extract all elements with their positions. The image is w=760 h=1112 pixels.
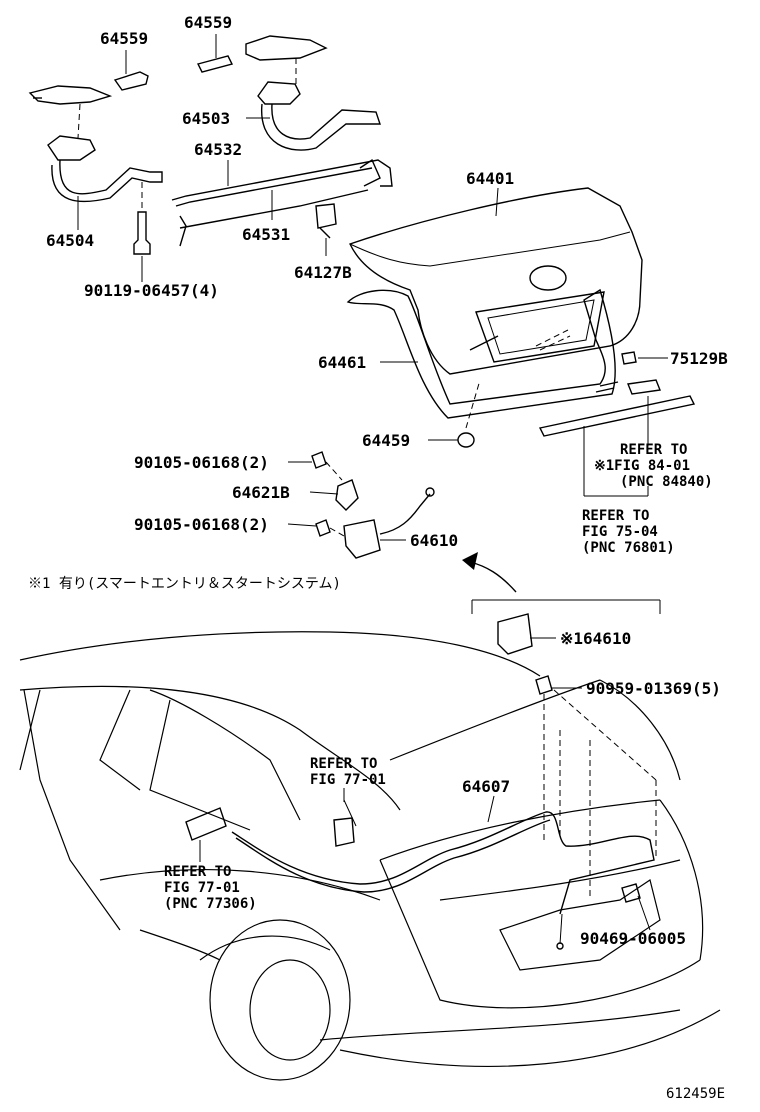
part-label-64401: 64401 [466,169,514,188]
ref-7504-line3: (PNC 76801) [582,540,675,556]
image-code: 612459E [666,1086,725,1102]
hinge-left-drawing [28,71,163,255]
clamp-leader-lines [535,675,657,900]
release-cable-drawing [185,799,655,950]
part-label-64559-left: 64559 [100,29,148,48]
lock-assembly-drawing [311,451,435,559]
ref-7701b-line2: FIG 77-01 [164,880,240,896]
part-label-64610: 64610 [410,531,458,550]
part-label-64503: 64503 [182,109,230,128]
ref-8401-line3: (PNC 84840) [620,474,713,490]
leader-lines [77,34,668,931]
ref-7701b-line3: (PNC 77306) [164,896,257,912]
ref-8401-line1: REFER TO [620,442,687,458]
smart-entry-legend-note: ※1 有り(スマートエントリ＆スタートシステム) [28,576,341,592]
part-label-64459: 64459 [362,431,410,450]
part-label-64607: 64607 [462,777,510,796]
ref-7701a-line2: FIG 77-01 [310,772,386,788]
part-label-64610-alt: ※164610 [560,629,631,648]
torsion-bar-drawing [171,158,393,247]
alternate-lock-bracket [471,599,661,655]
part-label-64461: 64461 [318,353,366,372]
stopper-drawing [315,203,337,239]
part-label-90469: 90469-06005 [580,929,686,948]
weatherstrip-drawing [346,288,616,419]
part-label-90105-a: 90105-06168(2) [134,453,269,472]
ref-7701b-line1: REFER TO [164,864,231,880]
part-label-90119: 90119-06457(4) [84,281,219,300]
part-label-75129b: 75129B [670,349,728,368]
car-body-drawing [19,631,721,1081]
part-label-64504: 64504 [46,231,94,250]
trunk-lid-drawing [349,187,643,375]
ref-7504-line1: REFER TO [582,508,649,524]
part-label-64532: 64532 [194,140,242,159]
ref-7701a-line1: REFER TO [310,756,377,772]
ref-7504-line2: FIG 75-04 [582,524,658,540]
part-label-64531: 64531 [242,225,290,244]
garnish-drawing [538,351,696,437]
hinge-right-drawing [196,35,381,151]
part-label-64621b: 64621B [232,483,290,502]
part-label-64559-right: 64559 [184,13,232,32]
ref-8401-line2: ※1FIG 84-01 [594,458,690,474]
part-label-90959: 90959-01369(5) [586,679,721,698]
part-label-64127b: 64127B [294,263,352,282]
part-label-90105-b: 90105-06168(2) [134,515,269,534]
